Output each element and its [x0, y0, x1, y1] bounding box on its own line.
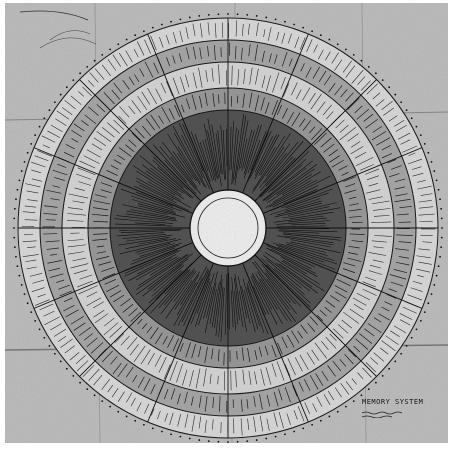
legend-block: MEMORY SYSTEM — [362, 398, 442, 426]
caption-scribble — [362, 411, 403, 418]
caption-label: MEMORY SYSTEM — [362, 398, 424, 406]
